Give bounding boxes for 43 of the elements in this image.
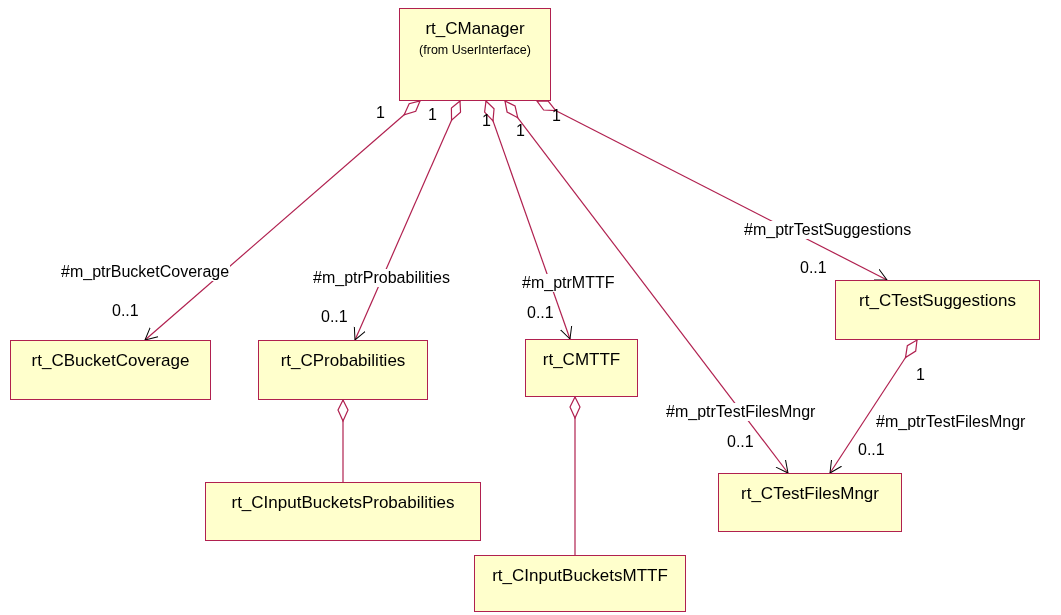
- multiplicity-label: 0..1: [727, 433, 754, 451]
- multiplicity-label: 0..1: [800, 259, 827, 277]
- class-name: rt_CTestSuggestions: [859, 291, 1016, 311]
- class-box: [205, 482, 481, 541]
- multiplicity-label: 1: [916, 366, 925, 384]
- aggregation-line: [569, 396, 581, 556]
- multiplicity-label: 0..1: [321, 308, 348, 326]
- class-name: rt_CBucketCoverage: [31, 351, 190, 371]
- role-label: #m_ptrBucketCoverage: [60, 263, 231, 281]
- class-name: rt_CInputBucketsProbabilities: [231, 493, 455, 513]
- multiplicity-label: 0..1: [112, 302, 139, 320]
- role-label: #m_ptrTestFilesMngr: [665, 403, 817, 421]
- multiplicity-label: 1: [516, 122, 525, 140]
- aggregation-line: [484, 100, 573, 340]
- class-name: rt_CManager: [425, 19, 525, 39]
- aggregation-line: [353, 100, 462, 341]
- multiplicity-label: 1: [482, 112, 491, 130]
- aggregation-line: [504, 100, 789, 474]
- class-box: [399, 8, 551, 101]
- class-name: rt_CMTTF: [542, 350, 621, 370]
- aggregation-line: [144, 100, 421, 341]
- multiplicity-label: 0..1: [858, 441, 885, 459]
- class-box: [10, 340, 211, 400]
- role-label: #m_ptrTestFilesMngr: [875, 413, 1027, 431]
- multiplicity-label: 1: [428, 106, 437, 124]
- role-label: #m_ptrProbabilities: [312, 269, 451, 287]
- class-box: [474, 555, 686, 612]
- multiplicity-label: 1: [552, 107, 561, 125]
- class-box: [525, 339, 638, 397]
- package-note: (from UserInterface): [419, 43, 531, 57]
- aggregation-line: [337, 399, 349, 483]
- class-name: rt_CProbabilities: [280, 351, 406, 371]
- class-box: [835, 280, 1040, 340]
- class-name: rt_CTestFilesMngr: [741, 484, 879, 504]
- class-box: [258, 340, 428, 400]
- class-name: rt_CInputBucketsMTTF: [492, 566, 668, 586]
- aggregation-line: [829, 339, 918, 474]
- role-label: #m_ptrMTTF: [521, 274, 616, 292]
- multiplicity-label: 0..1: [527, 304, 554, 322]
- aggregation-line: [536, 100, 888, 281]
- multiplicity-label: 1: [376, 104, 385, 122]
- role-label: #m_ptrTestSuggestions: [743, 221, 913, 239]
- class-box: [718, 473, 902, 532]
